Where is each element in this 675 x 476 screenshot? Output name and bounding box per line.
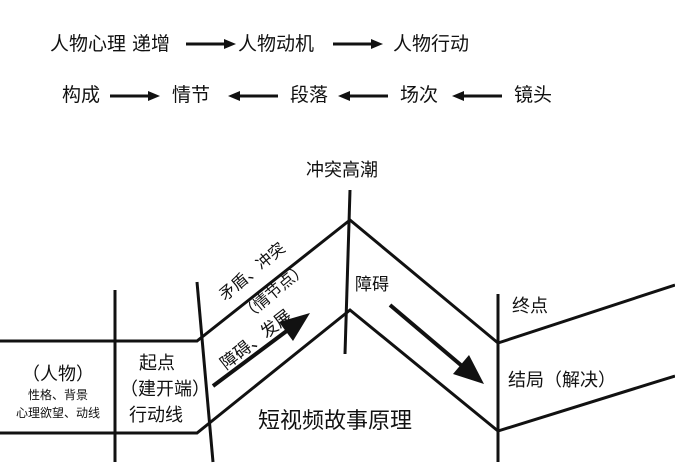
- progress-arrows: [211, 303, 484, 388]
- band-upper-line: [0, 218, 675, 345]
- start-title: 起点: [139, 353, 175, 374]
- arrowhead-to-paragraph: [338, 91, 350, 101]
- arrowhead-plot: [148, 91, 160, 101]
- dividers: [113, 189, 500, 463]
- divider-climax: [343, 189, 352, 355]
- start-line3: 行动线: [129, 405, 183, 426]
- story-band: [0, 218, 675, 435]
- arrowhead-to-plot: [228, 91, 240, 101]
- character-line2: 心理欲望、动线: [15, 406, 100, 420]
- arrowhead-motivation: [224, 39, 236, 49]
- divider-conflict: [195, 281, 215, 463]
- band-lower-line: [0, 308, 675, 435]
- chain-scene-label: 场次: [400, 84, 439, 106]
- start-line2: （建开端）: [120, 379, 210, 400]
- chain-shot-label: 镜头: [514, 84, 553, 106]
- arrowhead-resolution: [453, 355, 484, 384]
- climax-label: 冲突高潮: [306, 160, 378, 181]
- obstacle-label: 障碍: [355, 275, 389, 295]
- character-title: （人物）: [22, 364, 94, 385]
- chain-paragraph-label: 段落: [290, 84, 329, 106]
- ending-label: 结局（解决）: [508, 370, 616, 391]
- chain-motivation-label: 人物动机: [238, 33, 315, 55]
- chain-plot-label: 情节: [172, 84, 211, 106]
- arrow-resolution: [388, 303, 464, 368]
- arrowhead-development: [279, 313, 310, 341]
- arrow-development: [211, 328, 290, 388]
- chain-psychology-label: 人物心理 递增: [50, 33, 171, 55]
- arrowhead-to-scene: [452, 91, 464, 101]
- chain-arrows: [110, 39, 502, 101]
- diagram-title: 短视频故事原理: [258, 409, 413, 434]
- character-line1: 性格、背景: [27, 388, 88, 402]
- chain-action-label: 人物行动: [393, 33, 470, 55]
- chain-compose-label: 构成: [62, 84, 101, 106]
- end-point-label: 终点: [512, 296, 548, 317]
- arrowhead-action: [371, 39, 383, 49]
